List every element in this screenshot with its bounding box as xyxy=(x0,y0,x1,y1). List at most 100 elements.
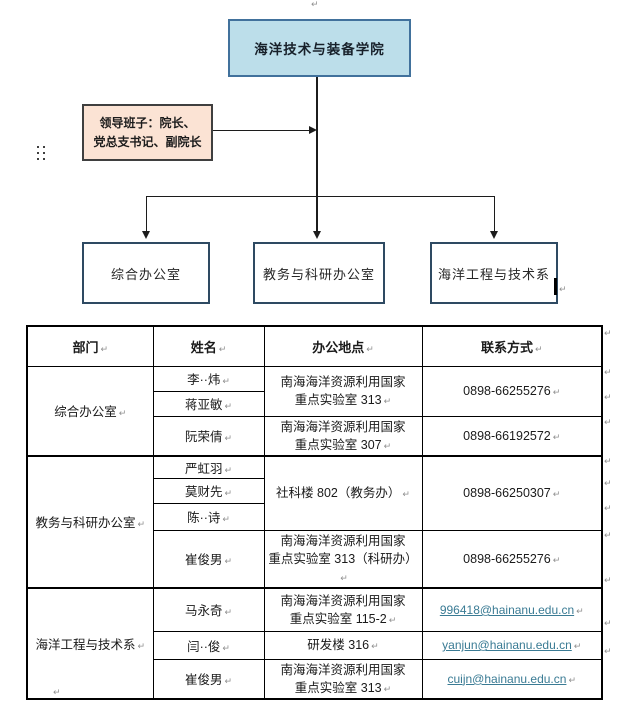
cell-office[interactable]: 南海海洋资源利用国家 重点实验室 307↵ xyxy=(263,415,423,457)
cell-office[interactable]: 社科楼 802（教务办）↵ xyxy=(263,454,423,531)
org-root-label: 海洋技术与装备学院 xyxy=(254,42,385,57)
office-line: 南海海洋资源利用国家 xyxy=(280,419,406,434)
name-label: 崔俊男 xyxy=(184,553,223,568)
cell-name[interactable]: 蒋亚敏↵ xyxy=(152,390,265,417)
cell-name[interactable]: 崔俊男↵ xyxy=(152,658,265,700)
cell-office[interactable]: 研发楼 316↵ xyxy=(263,630,423,660)
header-cell-name[interactable]: 姓名↵ xyxy=(152,325,265,367)
header-label: 部门 xyxy=(72,339,99,355)
paragraph-mark: ↵ xyxy=(224,677,233,688)
paragraph-mark: ↵ xyxy=(311,0,319,10)
cell-contact[interactable]: 0898-66255276↵ xyxy=(421,529,603,589)
org-child-box-ocean-engineering-dept[interactable]: 海洋工程与技术系 xyxy=(430,242,558,304)
org-child-label: 教务与科研办公室 xyxy=(262,266,375,282)
table-row: 蒋亚敏↵ xyxy=(27,390,602,417)
paragraph-mark: ↵ xyxy=(552,490,561,501)
row-end-mark: ↵ xyxy=(604,329,612,339)
arrowhead-down-icon xyxy=(490,231,498,239)
org-root-box[interactable]: 海洋技术与装备学院 xyxy=(228,19,411,77)
office-line: 南海海洋资源利用国家 xyxy=(280,662,406,677)
cell-office[interactable]: 南海海洋资源利用国家 重点实验室 313↵ xyxy=(263,365,423,417)
paragraph-mark: ↵ xyxy=(534,344,543,355)
cell-name[interactable]: 莫财先↵ xyxy=(152,477,265,504)
paragraph-mark: ↵ xyxy=(224,557,233,568)
paragraph-mark: ↵ xyxy=(100,344,109,355)
paragraph-mark: ↵ xyxy=(218,344,227,355)
org-child-box-general-office[interactable]: 综合办公室 xyxy=(82,242,210,304)
cell-office[interactable]: 南海海洋资源利用国家 重点实验室 313（科研办）↵ xyxy=(263,529,423,589)
paragraph-mark: ↵ xyxy=(137,642,146,652)
dept-label: 综合办公室 xyxy=(54,405,117,420)
office-line: 重点实验室 313 xyxy=(294,393,382,407)
cell-office[interactable]: 南海海洋资源利用国家 重点实验室 115-2↵ xyxy=(263,587,423,632)
org-child-label: 综合办公室 xyxy=(110,266,181,282)
cell-name[interactable]: 马永奇↵ xyxy=(152,587,265,632)
cell-name[interactable]: 阮荣倩↵ xyxy=(152,415,265,457)
paragraph-mark: ↵ xyxy=(224,402,233,412)
paragraph-mark: ↵ xyxy=(224,434,233,445)
name-label: 阮荣倩 xyxy=(184,430,223,445)
cell-name[interactable]: 严虹羽↵ xyxy=(152,454,265,479)
office-line: 重点实验室 115-2 xyxy=(289,611,387,626)
cell-dept[interactable]: 综合办公室↵ xyxy=(26,365,154,457)
cell-name[interactable]: 崔俊男↵ xyxy=(152,529,265,589)
name-label: 莫财先 xyxy=(184,485,223,500)
table-row: 闫··俊↵ 研发楼 316↵ yanjun@hainanu.edu.cn↵ xyxy=(27,630,603,660)
paragraph-mark: ↵ xyxy=(552,388,561,398)
table-row: 海洋工程与技术系↵ 马永奇↵ 南海海洋资源利用国家 重点实验室 115-2↵ 9… xyxy=(26,587,603,700)
cell-name[interactable]: 陈··诗↵ xyxy=(152,502,265,531)
row-end-mark: ↵ xyxy=(604,479,612,489)
paragraph-mark: ↵ xyxy=(568,675,576,686)
paragraph-mark: ↵ xyxy=(340,574,348,584)
name-label: 李··炜 xyxy=(187,373,221,387)
header-label: 联系方式 xyxy=(480,339,533,355)
arrowhead-down-icon xyxy=(142,231,150,239)
cell-contact[interactable]: 0898-66255276↵ xyxy=(421,365,603,417)
header-cell-department[interactable]: 部门↵ xyxy=(26,325,154,367)
office-line: 重点实验室 313（科研办） xyxy=(268,551,418,566)
paragraph-mark: ↵ xyxy=(53,688,61,698)
header-cell-contact[interactable]: 联系方式↵ xyxy=(421,325,603,367)
table-row: 陈··诗↵ xyxy=(27,502,602,531)
connector-line-horizontal xyxy=(146,196,495,197)
cell-name[interactable]: 闫··俊↵ xyxy=(152,630,265,660)
paragraph-mark: ↵ xyxy=(383,441,392,452)
contact-table: 部门↵ 姓名↵ 办公地点↵ 联系方式↵ 综合办公室↵ 李··炜↵ 南海海洋资源利… xyxy=(26,325,603,700)
cell-dept[interactable]: 教务与科研办公室↵ xyxy=(26,454,154,589)
cell-name[interactable]: 李··炜↵ xyxy=(152,365,265,392)
cell-contact[interactable]: 0898-66250307↵ xyxy=(421,454,603,531)
cell-office[interactable]: 南海海洋资源利用国家 重点实验室 313↵ xyxy=(263,658,423,700)
email-link[interactable]: 996418@hainanu.edu.cn xyxy=(439,602,575,617)
object-drag-handle-icon[interactable] xyxy=(37,146,47,162)
paragraph-mark: ↵ xyxy=(552,555,561,566)
name-label: 严虹羽 xyxy=(184,461,223,476)
paragraph-mark: ↵ xyxy=(383,684,392,695)
connector-line-vertical-right xyxy=(494,196,495,233)
table-row: 莫财先 ↵ xyxy=(27,477,602,504)
table-row: 教务与科研办公室↵ 严虹羽↵ 社科楼 802（教务办）↵ 0898-662503… xyxy=(26,454,603,589)
org-leader-box[interactable]: 领导班子：院长、 党总支书记、副院长 xyxy=(82,104,213,161)
org-child-box-academic-research-office[interactable]: 教务与科研办公室 xyxy=(253,242,385,304)
table-row: 综合办公室↵ 李··炜↵ 南海海洋资源利用国家 重点实验室 313↵ 0898-… xyxy=(26,365,603,457)
header-cell-office[interactable]: 办公地点↵ xyxy=(263,325,423,367)
email-link[interactable]: cuijn@hainanu.edu.cn xyxy=(447,671,567,686)
header-label: 办公地点 xyxy=(312,339,365,355)
cell-contact[interactable]: 0898-66192572↵ xyxy=(421,415,603,457)
org-child-label: 海洋工程与技术系 xyxy=(437,266,550,282)
paragraph-mark: ↵ xyxy=(371,642,379,653)
connector-line-leader xyxy=(213,130,309,131)
office-line: 重点实验室 307 xyxy=(294,437,382,452)
cell-contact[interactable]: cuijn@hainanu.edu.cn↵ xyxy=(421,658,603,700)
cell-contact[interactable]: 996418@hainanu.edu.cn↵ xyxy=(421,587,603,632)
paragraph-mark: ↵ xyxy=(224,465,233,476)
phone-label: 0898-66192572 xyxy=(463,428,551,443)
header-label: 姓名 xyxy=(190,339,217,355)
row-end-mark: ↵ xyxy=(604,619,612,629)
row-end-mark: ↵ xyxy=(604,531,612,541)
row-end-mark: ↵ xyxy=(604,418,612,428)
phone-label: 0898-66250307 xyxy=(463,486,551,501)
cell-contact[interactable]: yanjun@hainanu.edu.cn↵ xyxy=(421,630,603,660)
cell-dept[interactable]: 海洋工程与技术系↵ xyxy=(26,587,154,700)
email-link[interactable]: yanjun@hainanu.edu.cn xyxy=(442,638,572,653)
paragraph-mark: ↵ xyxy=(576,606,584,617)
